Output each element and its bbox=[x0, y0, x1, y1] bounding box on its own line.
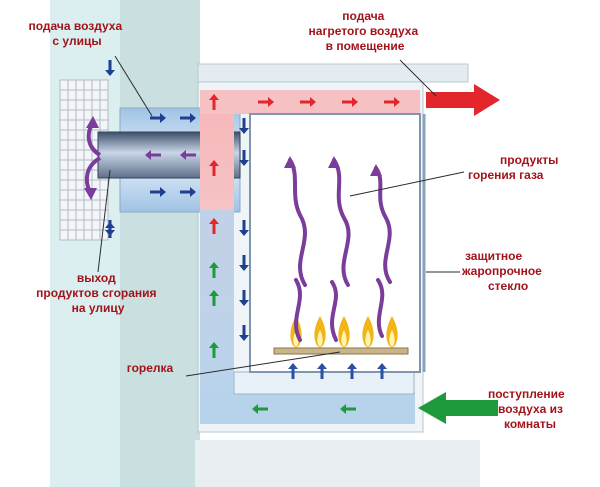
burner-air-arrow bbox=[347, 363, 357, 379]
heater-casing bbox=[197, 63, 469, 83]
outside-air-arrow bbox=[105, 222, 115, 238]
outside-air-arrow bbox=[239, 255, 249, 271]
heated-air-arrow bbox=[384, 97, 400, 107]
outside-air-arrow bbox=[239, 118, 249, 134]
outside-air-arrow bbox=[150, 113, 166, 123]
burner-air-arrow bbox=[377, 363, 387, 379]
label-room-air-in: поступление воздуха из комнаты bbox=[488, 387, 568, 431]
label-intake-outside: подача воздуха с улицы bbox=[28, 19, 125, 48]
wall-face bbox=[120, 0, 200, 487]
combustion-product-arrow bbox=[288, 158, 307, 287]
combustion-product-arrowhead bbox=[284, 156, 296, 168]
label-heated-air-out: подача нагретого воздуха в помещение bbox=[309, 9, 422, 53]
exhaust-down-arrowhead bbox=[84, 188, 97, 200]
label-burner: горелка bbox=[127, 361, 174, 375]
label-exhaust-outside: выход продуктов сгорания на улицу bbox=[36, 271, 160, 315]
combustion-product-arrow bbox=[376, 278, 385, 338]
outside-air-arrow bbox=[180, 113, 196, 123]
heated-air-arrow bbox=[342, 97, 358, 107]
combustion-product-arrow bbox=[330, 280, 338, 342]
heater-base bbox=[195, 440, 480, 487]
room-air-arrow bbox=[252, 404, 268, 414]
room-air-arrow bbox=[209, 290, 219, 306]
burner-flames bbox=[290, 316, 398, 348]
burner-air-arrow bbox=[317, 363, 327, 379]
heated-air-output-arrow bbox=[426, 84, 500, 116]
heated-air-arrow bbox=[209, 160, 219, 176]
leader-burner bbox=[185, 351, 341, 377]
burner-plate bbox=[273, 347, 409, 355]
leader-products bbox=[349, 171, 465, 197]
heated-air-arrow bbox=[258, 97, 274, 107]
outside-air-arrow bbox=[180, 187, 196, 197]
exhaust-arrow bbox=[145, 150, 161, 160]
outside-air-arrow bbox=[239, 325, 249, 341]
leader-heated bbox=[399, 59, 437, 97]
combustion-product-arrowhead bbox=[370, 164, 382, 176]
bottom-air-duct bbox=[200, 392, 415, 424]
burner-air-arrow bbox=[288, 363, 298, 379]
heated-air-arrow bbox=[300, 97, 316, 107]
room-air-arrow bbox=[340, 404, 356, 414]
combustion-product-arrow bbox=[294, 278, 302, 342]
leader-intake bbox=[114, 55, 153, 117]
flame-core bbox=[341, 330, 347, 347]
heated-air-arrow bbox=[209, 218, 219, 234]
flame-core bbox=[389, 330, 395, 347]
room-air-arrow bbox=[209, 262, 219, 278]
cold-air-channel bbox=[200, 210, 234, 420]
flame-core bbox=[365, 330, 371, 347]
flame-core bbox=[317, 330, 323, 347]
combustion-product-arrow bbox=[374, 166, 392, 284]
label-combustion-products: продукты горения газа bbox=[468, 153, 562, 182]
room-air-arrow bbox=[209, 342, 219, 358]
outside-air-arrow bbox=[239, 150, 249, 166]
room-air-input-arrow bbox=[418, 392, 498, 424]
exhaust-arrow bbox=[180, 150, 196, 160]
exhaust-up-arrowhead bbox=[86, 116, 99, 128]
outside-air-arrow bbox=[105, 60, 115, 76]
combustion-products-arrows bbox=[284, 156, 392, 342]
burner-feed-channel bbox=[233, 371, 415, 395]
label-protective-glass: защитное жаропрочное стекло bbox=[461, 249, 545, 293]
combustion-product-arrow bbox=[332, 158, 351, 287]
heated-air-arrow bbox=[209, 94, 219, 110]
outside-air-arrow bbox=[150, 187, 166, 197]
outside-air-arrow bbox=[239, 290, 249, 306]
combustion-product-arrowhead bbox=[328, 156, 340, 168]
airflow-arrows bbox=[84, 60, 400, 414]
outside-air-arrow bbox=[239, 220, 249, 236]
leader-exhaust bbox=[97, 169, 111, 273]
